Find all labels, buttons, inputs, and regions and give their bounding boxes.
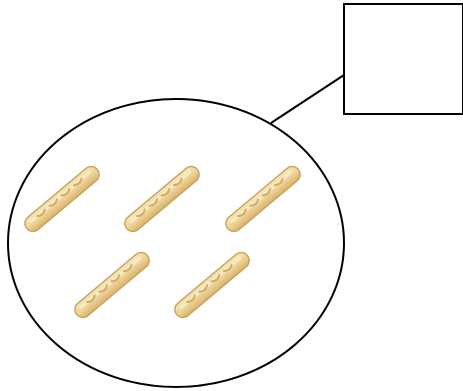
baguette-icon — [70, 248, 154, 322]
answer-box-text — [344, 4, 463, 114]
baguette-icon — [221, 162, 305, 236]
baguette-icon — [120, 162, 204, 236]
connector-line — [270, 74, 345, 124]
answer-box[interactable] — [343, 3, 463, 115]
group-circle — [7, 98, 345, 388]
baguette-icon — [20, 162, 104, 236]
baguette-icon — [170, 248, 254, 322]
